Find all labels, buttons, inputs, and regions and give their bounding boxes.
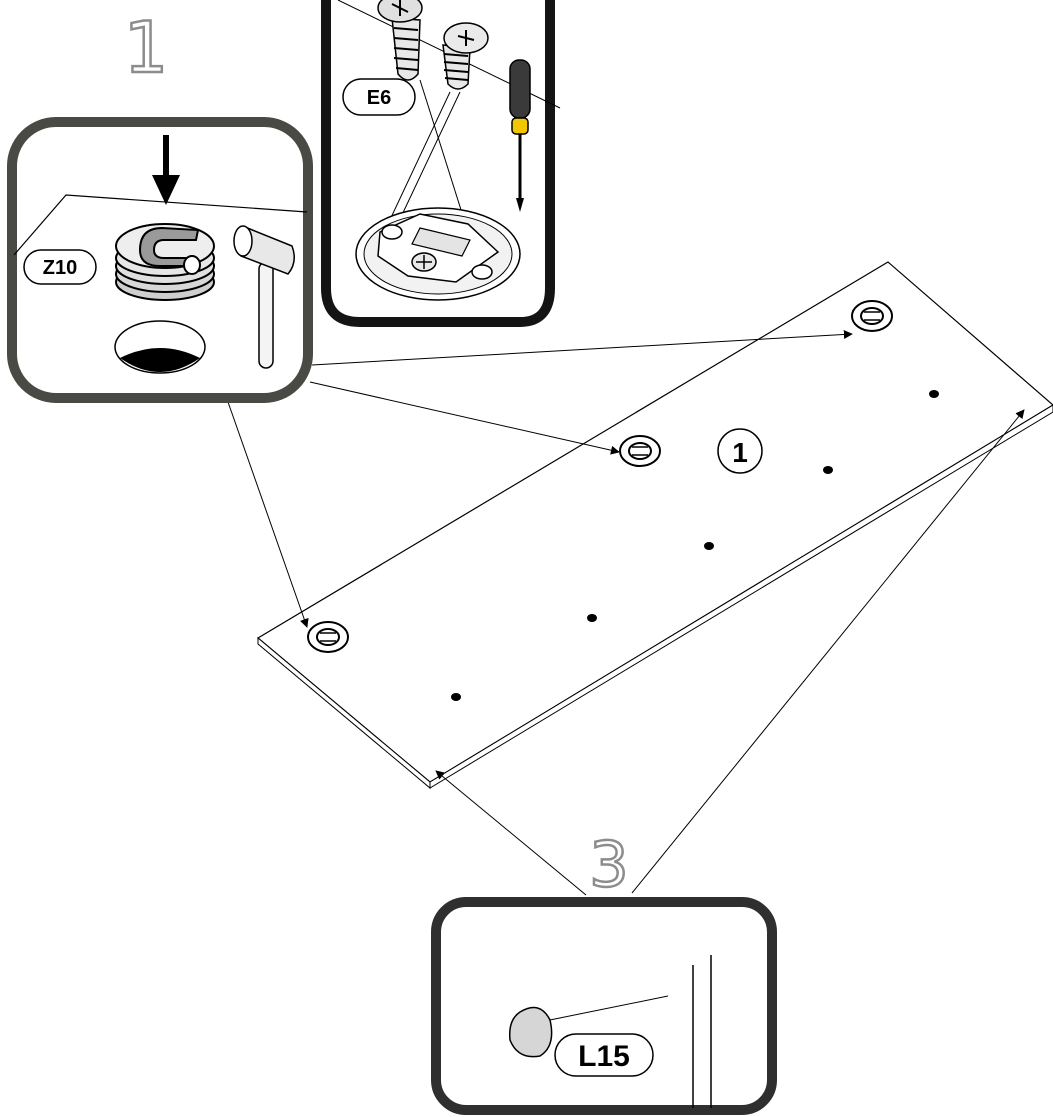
- e6-detail-box: E6: [321, 0, 561, 327]
- cam-lock-icon: [851, 300, 893, 332]
- part-label-text: L15: [578, 1040, 630, 1073]
- board-panel: [256, 261, 1053, 790]
- panel-holes: [451, 390, 939, 701]
- screw-icon: [442, 22, 489, 90]
- callout-arrows: [227, 329, 1025, 896]
- panel-label-text: 1: [732, 437, 748, 468]
- cam-lock-icon: [619, 435, 661, 467]
- panel-hole: [929, 390, 939, 398]
- panel-hole: [704, 542, 714, 550]
- screwdriver-icon: [509, 59, 531, 212]
- panel-hole: [451, 693, 461, 701]
- drill-hole-icon: [114, 320, 206, 374]
- z10-detail-box: Z10: [7, 117, 313, 403]
- down-arrow-icon: [152, 135, 180, 205]
- part-label-text: E6: [367, 87, 391, 109]
- panel-label: 1: [717, 428, 763, 474]
- cam-lock-icon: [307, 621, 349, 653]
- screw-icon: [377, 0, 423, 81]
- part-label-e6: E6: [342, 78, 416, 116]
- cam-base-icon: [355, 207, 521, 301]
- step-number: 3: [589, 828, 628, 901]
- part-label-l15: L15: [554, 1033, 654, 1077]
- part-label-z10: Z10: [23, 249, 97, 285]
- cap-icon: [508, 1006, 553, 1058]
- part-label-text: Z10: [43, 257, 77, 279]
- l15-detail-box: L15: [431, 897, 777, 1115]
- panel-hole: [823, 466, 833, 474]
- step-number: 1: [124, 7, 169, 89]
- mallet-icon: [233, 225, 295, 369]
- cam-lock-icon: [115, 223, 215, 301]
- panel-hole: [587, 614, 597, 622]
